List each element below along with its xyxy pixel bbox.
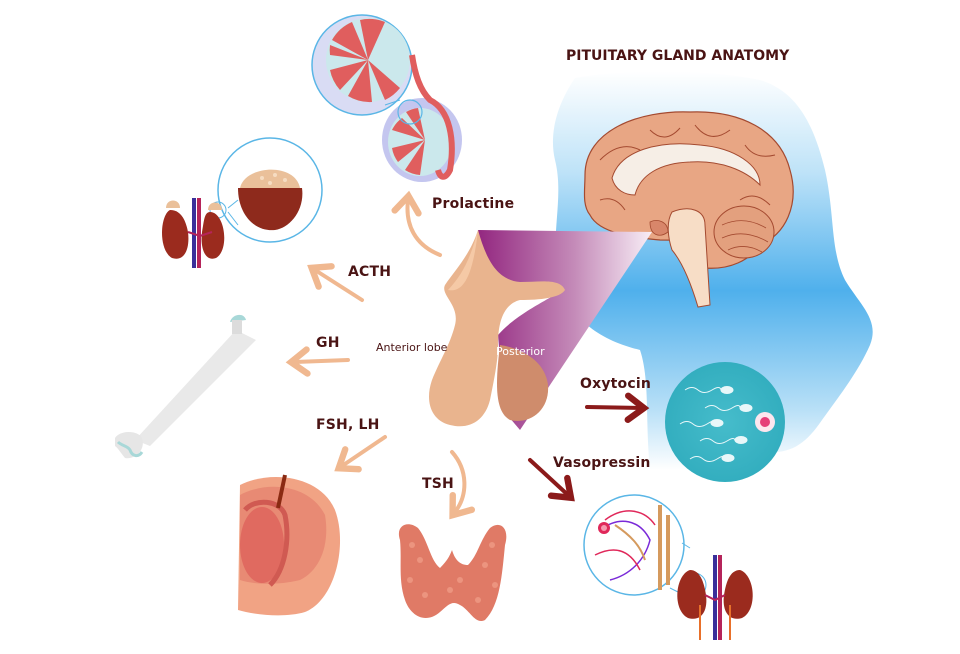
posterior-label: Posterior [496,345,545,358]
tsh-arrow [449,450,476,520]
prolactine-label: Prolactine [432,196,515,212]
oxytocin-label: Oxytocin [580,376,652,392]
pituitary-gland [429,230,565,427]
anterior-lobe-label: Anterior lobe [376,341,448,354]
gh-arrow [285,346,350,377]
acth-arrow [307,263,364,302]
vasopressin-arrow [528,458,575,502]
gh-label: GH [316,335,340,351]
sperm-egg-circle [665,362,785,482]
fsh-lh-arrow [334,435,387,473]
femur-bone [115,314,256,459]
adrenal-kidneys [162,137,323,268]
vasopressin-label: Vasopressin [553,455,651,471]
testis-cross-section [311,14,462,182]
acth-label: ACTH [348,264,392,280]
prolactine-arrow [391,190,442,257]
brain-illustration [583,111,794,308]
fsh-lh-label: FSH, LH [316,417,380,433]
testis-organ [238,474,341,616]
tsh-label: TSH [422,476,454,492]
diagram-title: PITUITARY GLAND ANATOMY [566,48,790,64]
thyroid-gland [398,524,507,622]
oxytocin-arrow [585,392,650,423]
kidney-nephron [583,494,753,640]
